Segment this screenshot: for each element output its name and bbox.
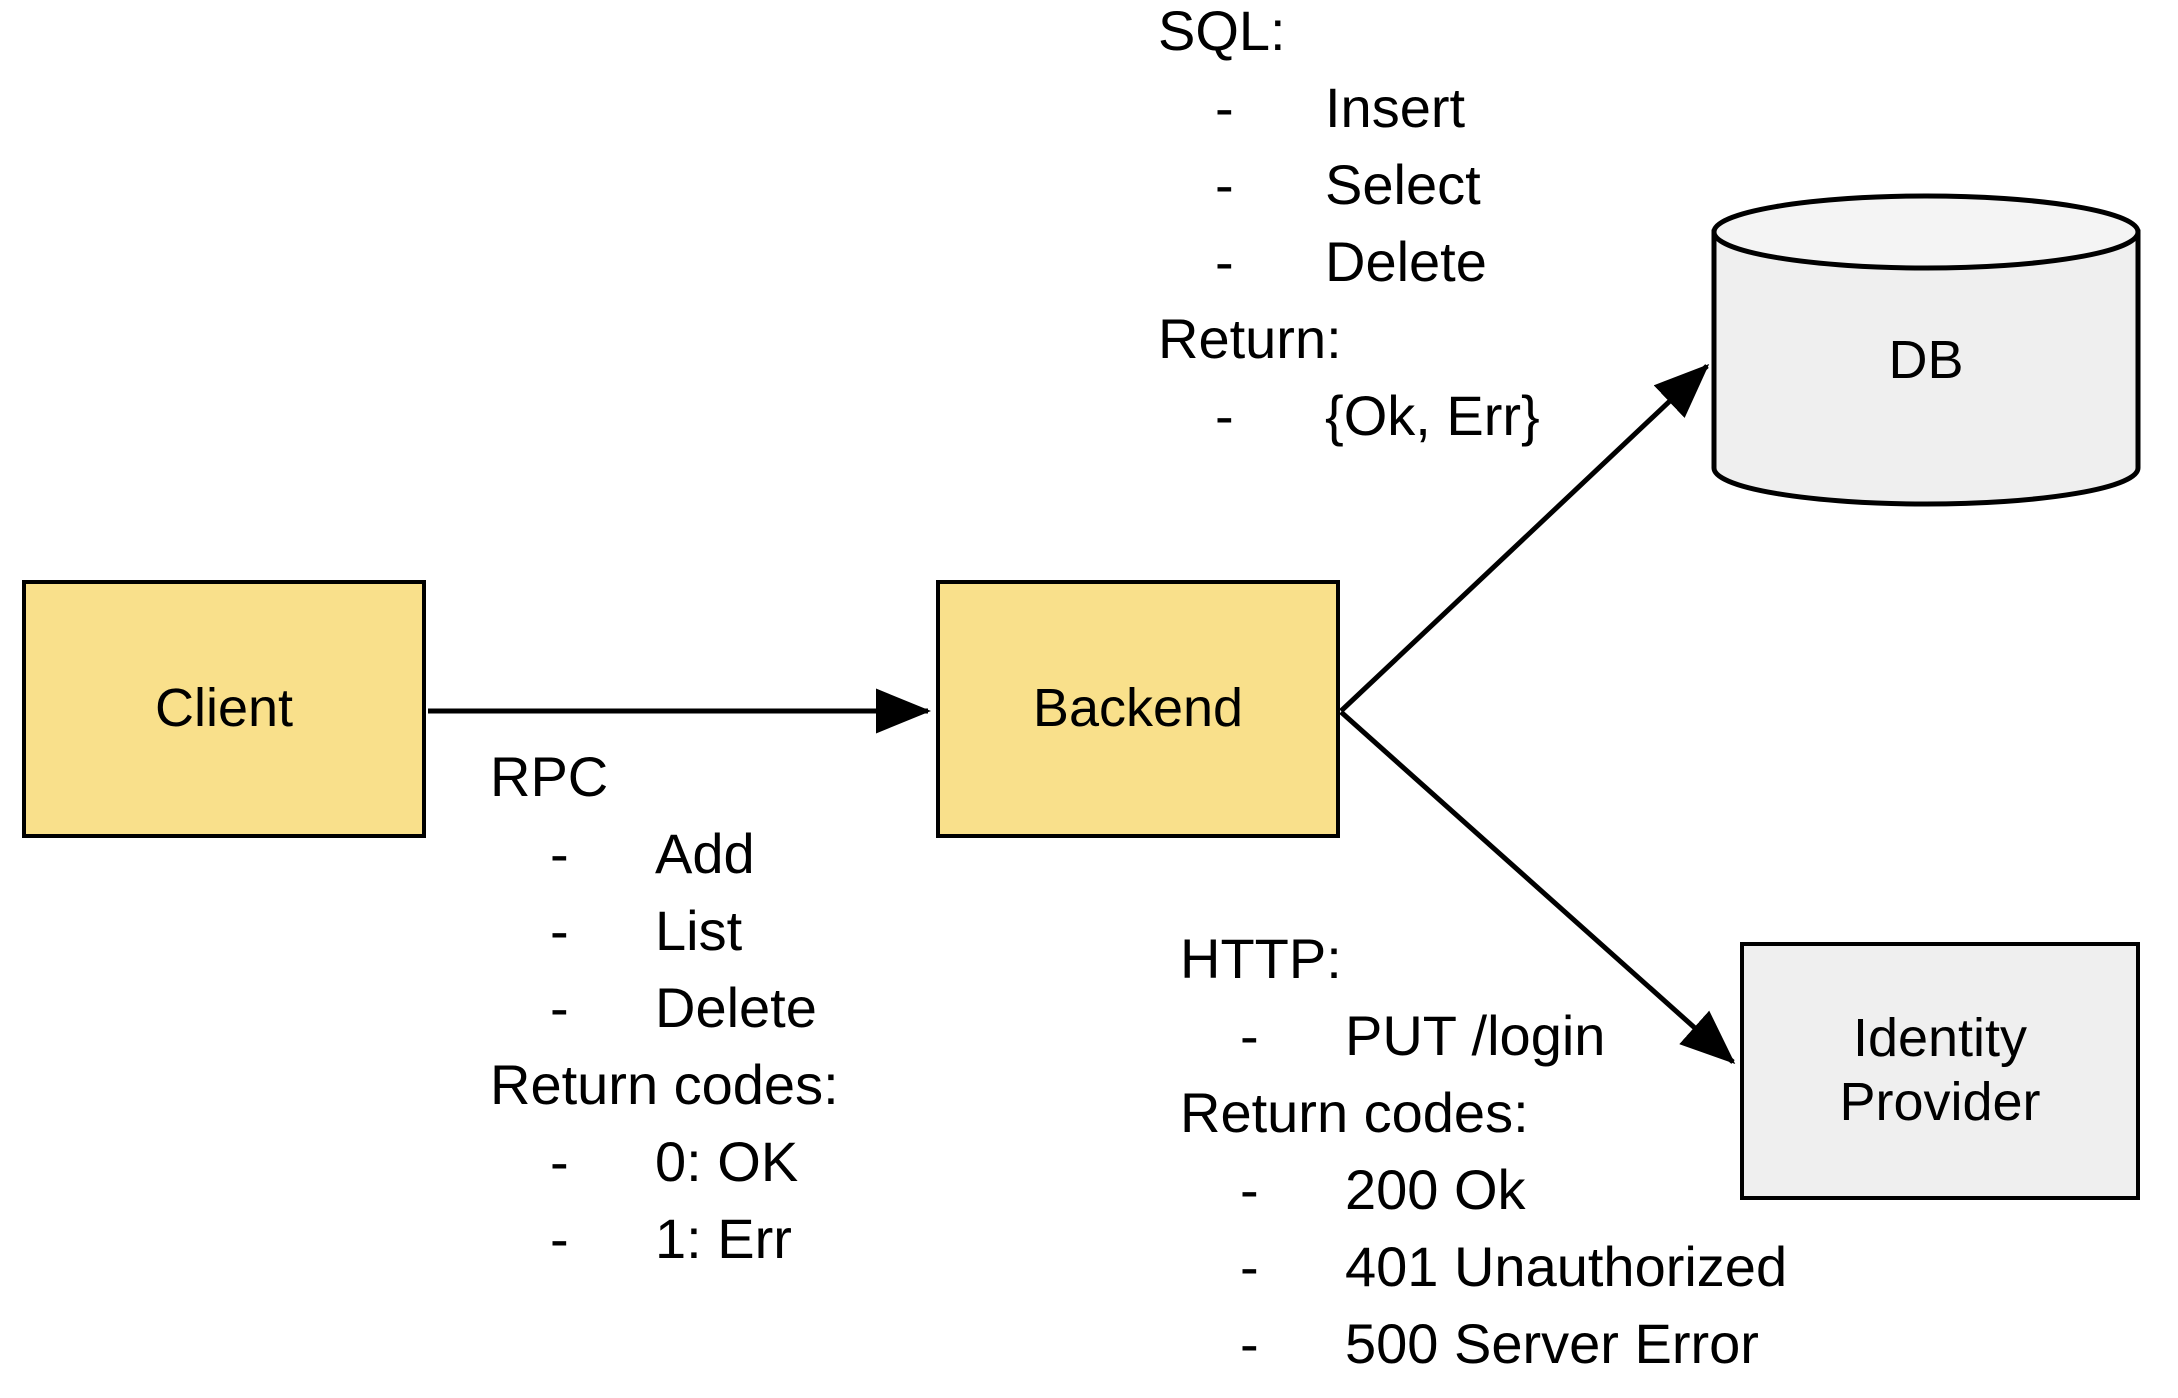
annotation-sql-item: - Select xyxy=(1158,146,1481,223)
annotation-rpc: RPC - Add - List - Delete Return codes: … xyxy=(490,738,839,1277)
annotation-rpc-item: - List xyxy=(490,892,839,969)
annotation-http-header: HTTP: xyxy=(1180,927,1342,990)
bullet-dash-icon: - xyxy=(1215,153,1234,216)
annotation-sql: SQL: - Insert - Select - Delete Return: … xyxy=(1158,0,1540,454)
annotation-http-return-item: - 401 Unauthorized xyxy=(1180,1228,1787,1305)
annotation-sql-item: - Insert xyxy=(1158,69,1465,146)
db-cylinder-shape xyxy=(1711,193,2141,507)
node-db[interactable]: DB xyxy=(1712,225,2140,495)
node-client-label: Client xyxy=(154,678,294,739)
annotation-http-return-item-label: 401 Unauthorized xyxy=(1345,1235,1788,1298)
bullet-dash-icon: - xyxy=(550,976,569,1039)
annotation-rpc-item-label: Delete xyxy=(655,976,817,1039)
edge-backend-db xyxy=(1339,363,1710,713)
bullet-dash-icon: - xyxy=(550,1207,569,1270)
annotation-sql-item-label: Select xyxy=(1325,153,1481,216)
node-backend[interactable]: Backend xyxy=(936,580,1340,838)
annotation-sql-return-header: Return: xyxy=(1158,307,1342,370)
annotation-http-return-item-label: 200 Ok xyxy=(1345,1158,1526,1221)
annotation-http-return-item: - 200 Ok xyxy=(1180,1151,1529,1228)
bullet-dash-icon: - xyxy=(1215,76,1234,139)
edge-backend-idp xyxy=(1339,710,1736,1064)
annotation-rpc-item: - Add xyxy=(490,815,839,892)
annotation-http-return-item-label: 500 Server Error xyxy=(1345,1312,1759,1375)
annotation-sql-item: - Delete xyxy=(1158,223,1487,300)
node-identity-provider[interactable]: Identity Provider xyxy=(1740,942,2140,1200)
node-db-label: DB xyxy=(1888,330,1964,390)
annotation-sql-item-label: Delete xyxy=(1325,230,1487,293)
annotation-rpc-return-item: - 0: OK xyxy=(490,1123,839,1200)
annotation-http: HTTP: - PUT /login Return codes: - 200 O… xyxy=(1180,920,1787,1382)
bullet-dash-icon: - xyxy=(1215,230,1234,293)
annotation-sql-return-item-label: {Ok, Err} xyxy=(1325,384,1540,447)
node-identity-provider-label: Identity Provider xyxy=(1839,1007,2040,1134)
annotation-rpc-return-item: - 1: Err xyxy=(490,1200,839,1277)
node-identity-provider-label-line1: Identity xyxy=(1852,1008,2028,1069)
annotation-http-item-label: PUT /login xyxy=(1345,1004,1606,1067)
node-backend-label: Backend xyxy=(1032,678,1244,739)
bullet-dash-icon: - xyxy=(1215,384,1234,447)
annotation-rpc-return-item-label: 0: OK xyxy=(655,1130,799,1193)
annotation-rpc-return-header: Return codes: xyxy=(490,1053,839,1116)
annotation-rpc-item-label: List xyxy=(655,899,743,962)
annotation-rpc-item-label: Add xyxy=(655,822,755,885)
annotation-http-return-item: - 500 Server Error xyxy=(1180,1305,1759,1382)
bullet-dash-icon: - xyxy=(550,899,569,962)
bullet-dash-icon: - xyxy=(1240,1004,1259,1067)
bullet-dash-icon: - xyxy=(1240,1235,1259,1298)
annotation-http-return-header: Return codes: xyxy=(1180,1081,1529,1144)
annotation-sql-item-label: Insert xyxy=(1325,76,1466,139)
bullet-dash-icon: - xyxy=(550,1130,569,1193)
annotation-rpc-header: RPC xyxy=(490,745,609,808)
bullet-dash-icon: - xyxy=(550,822,569,885)
annotation-http-item: - PUT /login xyxy=(1180,997,1605,1074)
bullet-dash-icon: - xyxy=(1240,1312,1259,1375)
annotation-rpc-item: - Delete xyxy=(490,969,839,1046)
bullet-dash-icon: - xyxy=(1240,1158,1259,1221)
annotation-rpc-return-item-label: 1: Err xyxy=(655,1207,792,1270)
annotation-sql-return-item: - {Ok, Err} xyxy=(1158,377,1540,454)
annotation-sql-header: SQL: xyxy=(1158,0,1286,62)
node-identity-provider-label-line2: Provider xyxy=(1839,1072,2041,1132)
node-client[interactable]: Client xyxy=(22,580,426,838)
